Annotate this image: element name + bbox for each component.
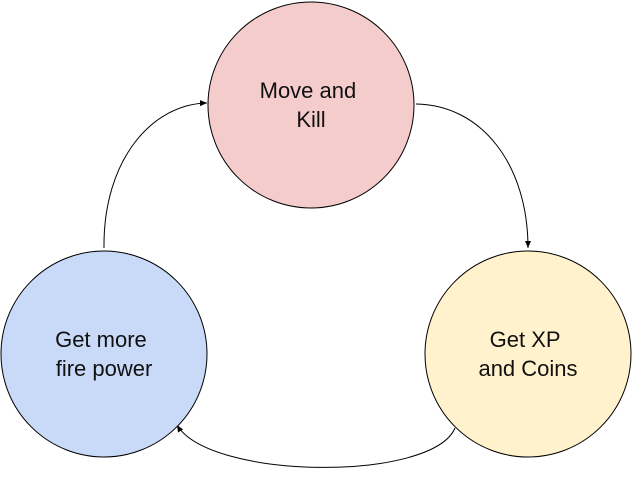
node-xp-label-line-2: and Coins	[478, 356, 577, 381]
svg-text:Move and Kill: Move and Kill	[260, 78, 363, 132]
node-get-more-fire-power: Get more fire power	[0, 250, 208, 458]
node-power-label-line-2: fire power	[56, 356, 153, 381]
node-get-xp-and-coins: Get XP and Coins	[424, 250, 632, 458]
node-xp-circle	[424, 250, 632, 458]
svg-text:Get more fire power: Get more fire power	[55, 327, 153, 381]
edge-xp-to-power	[176, 424, 456, 468]
node-move-and-kill: Move and Kill	[207, 1, 415, 209]
node-xp-label-line-1: Get XP	[490, 327, 561, 352]
node-power-circle	[0, 250, 208, 458]
svg-text:Get XP and Coins: Get XP and Coins	[478, 327, 577, 381]
edge-power-to-move	[103, 100, 208, 249]
edge-move-to-xp	[415, 103, 531, 249]
node-move-label-line-1: Move and	[260, 78, 357, 103]
node-move-label-line-2: Kill	[296, 107, 325, 132]
node-power-label-line-1: Get more	[55, 327, 147, 352]
node-move-circle	[207, 1, 415, 209]
